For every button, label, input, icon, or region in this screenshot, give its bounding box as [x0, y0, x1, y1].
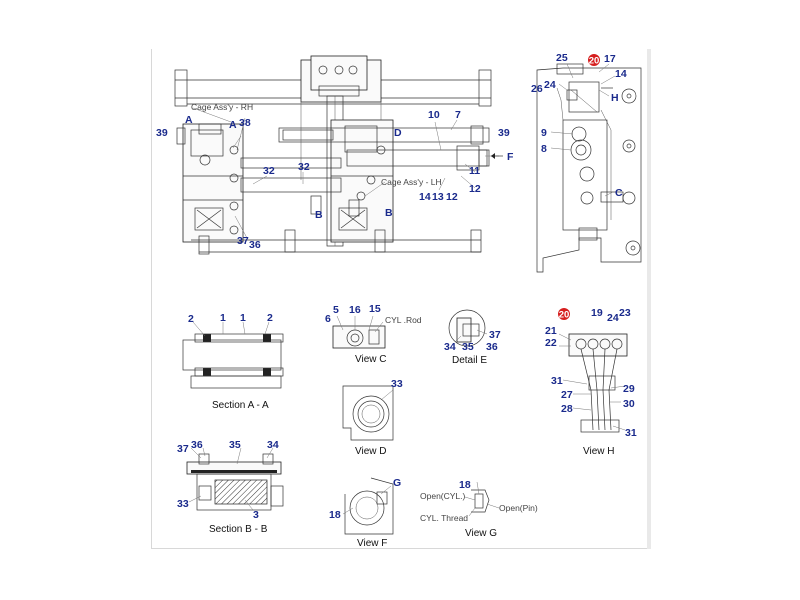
caption-view-g: View G — [465, 528, 497, 539]
caption-section-bb: Section B - B — [209, 524, 268, 535]
callout-27[interactable]: 27 — [561, 389, 573, 401]
view-f-arrow — [491, 153, 503, 159]
callout-15[interactable]: 15 — [369, 303, 381, 315]
main-assembly-leaders — [192, 107, 499, 239]
callout-20-highlighted-top[interactable]: 20 — [589, 56, 600, 67]
callout-g[interactable]: G — [393, 477, 401, 489]
callout-36-detail-e[interactable]: 36 — [486, 341, 498, 353]
callout-35-bb[interactable]: 35 — [229, 439, 241, 451]
callout-c[interactable]: C — [615, 187, 623, 199]
callout-37-bb[interactable]: 37 — [177, 443, 189, 455]
cyl-thread-label: CYL. Thread — [420, 513, 468, 523]
callout-2-aa-right[interactable]: 2 — [267, 312, 273, 324]
callout-39-left[interactable]: 39 — [156, 127, 168, 139]
callout-23[interactable]: 23 — [619, 307, 631, 319]
callout-5[interactable]: 5 — [333, 304, 339, 316]
callout-1-aa-left[interactable]: 1 — [220, 312, 226, 324]
caption-view-f: View F — [357, 538, 387, 548]
view-f-drawing — [342, 477, 394, 535]
callout-9[interactable]: 9 — [541, 127, 547, 139]
callout-b-right[interactable]: B — [385, 207, 393, 219]
callout-32-left[interactable]: 32 — [263, 165, 275, 177]
callout-30[interactable]: 30 — [623, 398, 635, 410]
callout-39-right[interactable]: 39 — [498, 127, 510, 139]
callout-14-main[interactable]: 14 — [419, 191, 431, 203]
callout-10[interactable]: 10 — [428, 109, 440, 121]
callout-34-bb[interactable]: 34 — [267, 439, 279, 451]
scrollbar[interactable] — [647, 49, 651, 549]
callout-37-detail-e[interactable]: 37 — [489, 329, 501, 341]
callout-26[interactable]: 26 — [531, 83, 543, 95]
callout-1-aa-right[interactable]: 1 — [240, 312, 246, 324]
callout-38[interactable]: 38 — [239, 117, 251, 129]
highlight-circle-20-view-h — [558, 308, 570, 320]
caption-section-aa: Section A - A — [212, 400, 269, 411]
callout-20-highlighted-view-h[interactable]: 20 — [559, 310, 570, 321]
caption-detail-e: Detail E — [452, 355, 487, 366]
callout-37-main[interactable]: 37 — [237, 235, 249, 247]
callout-25[interactable]: 25 — [556, 52, 568, 64]
callout-17[interactable]: 17 — [604, 53, 616, 65]
callout-16[interactable]: 16 — [349, 304, 361, 316]
callout-35-detail-e[interactable]: 35 — [462, 341, 474, 353]
cyl-rod-label: CYL .Rod — [385, 315, 422, 325]
side-view-drawing — [536, 63, 642, 273]
cage-assy-lh-label: Cage Ass'y - LH — [381, 177, 442, 187]
section-bb-drawing — [186, 447, 284, 511]
cage-assy-rh-label: Cage Ass'y - RH — [191, 102, 253, 112]
callout-33-view-d[interactable]: 33 — [391, 378, 403, 390]
section-aa-drawing — [182, 321, 284, 389]
callout-18-view-f[interactable]: 18 — [329, 509, 341, 521]
view-d-drawing — [342, 385, 394, 441]
view-c-drawing — [332, 315, 386, 349]
caption-view-d: View D — [355, 446, 387, 457]
callout-31-upper[interactable]: 31 — [551, 375, 563, 387]
callout-b-left[interactable]: B — [315, 209, 323, 221]
highlight-circle-20-top — [588, 54, 600, 66]
callout-12-right[interactable]: 12 — [469, 183, 481, 195]
callout-24-view-h[interactable]: 24 — [607, 312, 619, 324]
callout-13[interactable]: 13 — [432, 191, 444, 203]
callout-34-detail-e[interactable]: 34 — [444, 341, 456, 353]
main-assembly-drawing — [174, 55, 492, 255]
callout-6[interactable]: 6 — [325, 313, 331, 325]
callout-11[interactable]: 11 — [469, 165, 480, 177]
side-view-leaders — [550, 63, 616, 197]
callout-7[interactable]: 7 — [455, 109, 461, 121]
callout-36-bb[interactable]: 36 — [191, 439, 203, 451]
callout-31-lower[interactable]: 31 — [625, 427, 637, 439]
callout-f[interactable]: F — [507, 151, 514, 163]
callout-19[interactable]: 19 — [591, 307, 603, 319]
callout-28[interactable]: 28 — [561, 403, 573, 415]
open-cyl-label: Open(CYL.) — [420, 491, 466, 501]
callout-32-right[interactable]: 32 — [298, 161, 310, 173]
callout-22[interactable]: 22 — [545, 337, 557, 349]
parts-diagram: Cage Ass'y - RH Cage Ass'y - LH A 39 A 3… — [156, 52, 642, 548]
callout-21[interactable]: 21 — [545, 325, 557, 337]
caption-view-h: View H — [583, 446, 615, 457]
callout-h[interactable]: H — [611, 92, 619, 104]
callout-33-bb[interactable]: 33 — [177, 498, 189, 510]
callout-14-side[interactable]: 14 — [615, 68, 627, 80]
callout-18-view-g[interactable]: 18 — [459, 479, 471, 491]
detail-e-drawing — [448, 309, 488, 347]
parts-diagram-sheet: Cage Ass'y - RH Cage Ass'y - LH A 39 A 3… — [151, 49, 648, 549]
callout-a-right[interactable]: A — [229, 119, 237, 131]
callout-3[interactable]: 3 — [253, 509, 259, 521]
view-g-drawing — [464, 481, 500, 517]
callout-29[interactable]: 29 — [623, 383, 635, 395]
view-h-drawing — [558, 333, 628, 433]
callout-d[interactable]: D — [394, 127, 402, 139]
callout-a-left[interactable]: A — [185, 114, 193, 126]
callout-24-side[interactable]: 24 — [544, 79, 556, 91]
caption-view-c: View C — [355, 354, 387, 365]
open-pin-label: Open(Pin) — [499, 503, 538, 513]
callout-2-aa-left[interactable]: 2 — [188, 313, 194, 325]
callout-36-main[interactable]: 36 — [249, 239, 261, 251]
callout-12-main[interactable]: 12 — [446, 191, 458, 203]
callout-8[interactable]: 8 — [541, 143, 547, 155]
